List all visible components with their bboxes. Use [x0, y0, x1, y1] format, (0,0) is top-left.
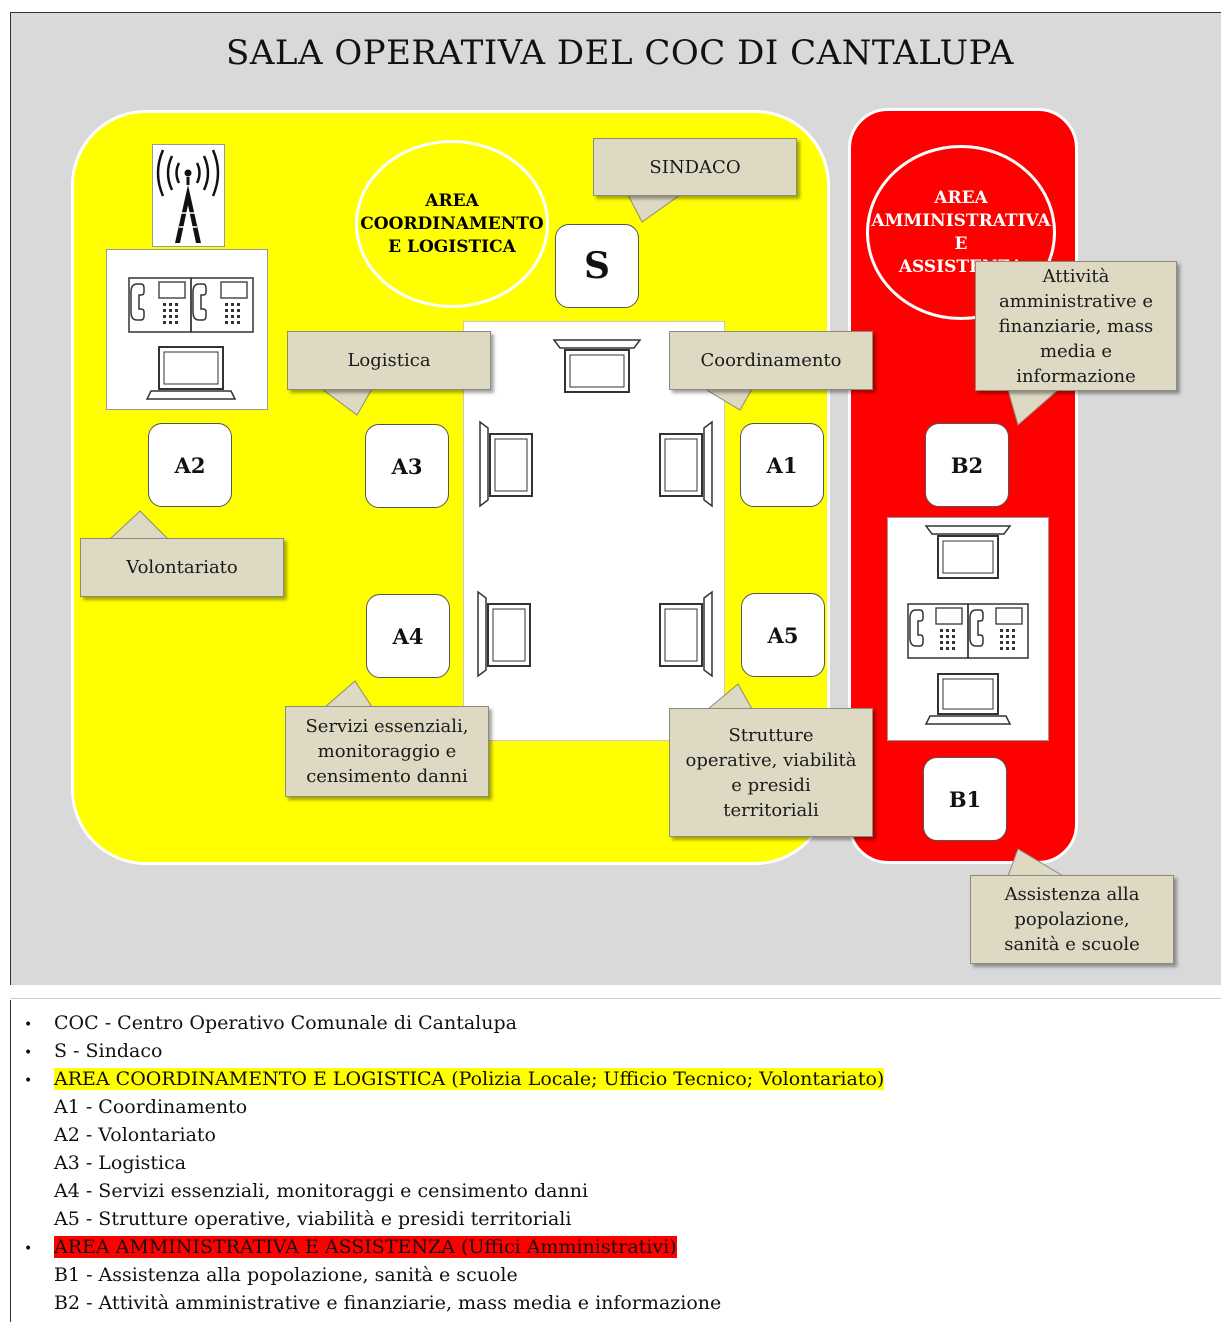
legend-item: •AREA COORDINAMENTO E LOGISTICA (Polizia… [24, 1068, 885, 1090]
laptop-icon [659, 590, 713, 678]
laptop-icon [924, 525, 1012, 579]
callout-strutture-operative: Strutture operative, viabilità e presidi… [669, 708, 873, 837]
telephone-icon [967, 603, 1029, 659]
legend-subitem: A5 - Strutture operative, viabilità e pr… [24, 1205, 1214, 1233]
legend-subitem: A3 - Logistica [24, 1149, 1214, 1177]
legend-subitem: A4 - Servizi essenziali, monitoraggi e c… [24, 1177, 1214, 1205]
legend-a4: A4 - Servizi essenziali, monitoraggi e c… [54, 1180, 589, 1202]
station-a5: A5 [741, 593, 825, 677]
legend-item: •COC - Centro Operativo Comunale di Cant… [24, 1012, 517, 1034]
station-a4: A4 [366, 594, 450, 678]
callout-attivita-amministrative: Attività amministrative e finanziarie, m… [975, 261, 1177, 391]
diagram-title: SALA OPERATIVA DEL COC DI CANTALUPA [226, 33, 1014, 73]
laptop-icon [659, 420, 713, 508]
legend-subitem: A1 - Coordinamento [24, 1093, 1214, 1121]
laptop-icon [477, 590, 531, 678]
legend-coc: COC - Centro Operativo Comunale di Canta… [54, 1012, 517, 1034]
callout-sindaco: SINDACO [593, 138, 797, 196]
callout-assistenza: Assistenza alla popolazione, sanità e sc… [970, 875, 1174, 964]
legend-subitem: A2 - Volontariato [24, 1121, 1214, 1149]
left-border [10, 1000, 11, 1322]
divider [10, 998, 1221, 999]
equipment-station-right [887, 517, 1049, 741]
legend: •COC - Centro Operativo Comunale di Cant… [24, 1009, 1214, 1317]
laptop-icon [479, 420, 533, 508]
legend-b2: B2 - Attività amministrative e finanziar… [54, 1292, 722, 1314]
callout-coordinamento: Coordinamento [669, 331, 873, 390]
equipment-station-left [106, 249, 268, 410]
legend-s: S - Sindaco [54, 1040, 163, 1062]
legend-a5: A5 - Strutture operative, viabilità e pr… [54, 1208, 572, 1230]
laptop-icon [924, 673, 1012, 725]
area-coordinamento-label: AREA COORDINAMENTO E LOGISTICA [355, 140, 549, 308]
station-s: S [555, 224, 639, 308]
station-a3: A3 [365, 424, 449, 508]
legend-a2: A2 - Volontariato [54, 1124, 217, 1146]
callout-servizi-essenziali: Servizi essenziali, monitoraggio e censi… [285, 706, 489, 797]
legend-item: •S - Sindaco [24, 1040, 163, 1062]
legend-area-amministrativa: AREA AMMINISTRATIVA E ASSISTENZA (Uffici… [54, 1236, 677, 1258]
laptop-icon [145, 346, 237, 400]
legend-a3: A3 - Logistica [54, 1152, 187, 1174]
antenna-icon [152, 144, 225, 247]
legend-subitem: B2 - Attività amministrative e finanziar… [24, 1289, 1214, 1317]
callout-volontariato: Volontariato [80, 538, 284, 597]
legend-area-coordinamento: AREA COORDINAMENTO E LOGISTICA (Polizia … [54, 1068, 885, 1090]
station-b2: B2 [925, 423, 1009, 507]
laptop-icon [552, 339, 642, 393]
legend-subitem: B1 - Assistenza alla popolazione, sanità… [24, 1261, 1214, 1289]
callout-logistica: Logistica [287, 331, 491, 390]
station-a2: A2 [148, 423, 232, 507]
legend-a1: A1 - Coordinamento [54, 1096, 248, 1118]
station-b1: B1 [923, 757, 1007, 841]
station-a1: A1 [740, 423, 824, 507]
legend-item: •AREA AMMINISTRATIVA E ASSISTENZA (Uffic… [24, 1236, 677, 1258]
legend-b1: B1 - Assistenza alla popolazione, sanità… [54, 1264, 518, 1286]
telephone-icon [190, 277, 254, 333]
